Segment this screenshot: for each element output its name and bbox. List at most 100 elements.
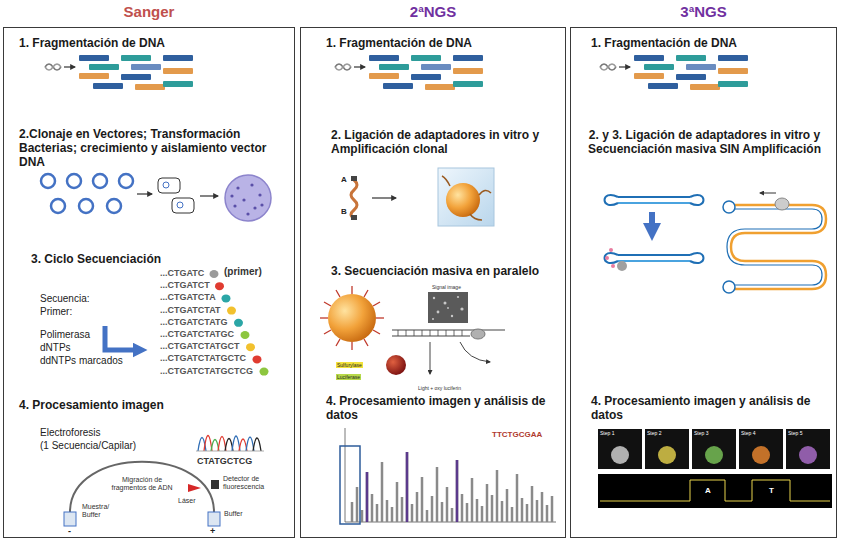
step-title: 2. Ligación de adaptadores in vitro y Am… (331, 128, 546, 156)
base-call: T (768, 486, 775, 496)
zmw-snapshots (705, 446, 723, 464)
sequencing-bead (320, 317, 328, 318)
plasmid-vectors (41, 174, 133, 213)
step-label: Step 2 (647, 430, 661, 436)
step-title: 1. Fragmentación de DNA (591, 36, 821, 50)
colony-plate (250, 183, 253, 186)
colony-plate (242, 198, 245, 201)
bacteria-cells (172, 198, 194, 213)
adapter-strand (351, 180, 357, 218)
capillary-electrophoresis (64, 462, 220, 526)
bead-amplification (470, 214, 482, 220)
sequence-fragment: ...CTGATCTATGCT (160, 341, 239, 352)
enzyme-label: Sulfurylase (336, 362, 363, 368)
circular-read (775, 198, 789, 210)
panel-heading: Sanger (4, 3, 294, 21)
smrtbell-primed (611, 264, 615, 268)
template-strand (392, 329, 505, 330)
labelled-terminators (210, 270, 219, 278)
capillary-electrophoresis (188, 484, 201, 492)
colony-plate (253, 206, 256, 209)
base-call: A (704, 486, 712, 496)
labelled-terminators (215, 282, 224, 290)
step-title: 2.Clonaje en Vectores; Transformación Ba… (19, 127, 287, 169)
colony-plate (225, 175, 271, 221)
plasmid-vectors (41, 174, 55, 188)
adapter-label: B (341, 207, 347, 217)
step-note: dNTPs (40, 342, 71, 354)
sequencing-bead (336, 339, 340, 346)
bent-arrow (105, 326, 140, 350)
labelled-terminators (227, 307, 236, 315)
plasmid-vectors (107, 199, 121, 213)
circular-read (723, 281, 735, 293)
adapter-strand (351, 215, 357, 220)
signal-image (433, 297, 435, 299)
step-note: ddNTPs marcados (40, 355, 123, 367)
bacteria-cells (158, 178, 194, 213)
circular-read (731, 205, 826, 289)
flowgram-chart (340, 446, 360, 524)
bacteria-cells (163, 182, 169, 188)
chromatogram (253, 438, 261, 451)
read-sequence: TTCTGCGAA (492, 430, 542, 440)
panel-heading: 3ªNGS (571, 3, 836, 21)
step-label: Step 1 (600, 430, 614, 436)
plasmid-vectors (51, 199, 65, 213)
bead-amplification (438, 168, 494, 226)
fluorescence-trace (600, 480, 830, 501)
sequencing-bead (324, 330, 331, 334)
bead-amplification (438, 168, 494, 226)
sequencing-bead (373, 302, 380, 306)
colony-plate (225, 175, 271, 221)
bead-amplification (446, 183, 480, 217)
sequencing-bead (351, 286, 352, 294)
sequence-fragment: ...CTGATCTA (160, 292, 216, 303)
smrtbell-primed (605, 256, 609, 260)
zmw-snapshots (739, 429, 783, 469)
process-arrow (200, 195, 218, 196)
smrtbell-template (618, 202, 690, 204)
bacteria-cells (158, 178, 180, 193)
colony-plate (230, 183, 263, 215)
signal-image (451, 315, 453, 317)
adapter-label: A (341, 175, 347, 185)
colony-plate (230, 194, 233, 197)
smrtbell-primed (605, 248, 704, 271)
step-note: Polimerasa (40, 329, 90, 341)
smrtbell-template (605, 195, 619, 205)
labelled-terminators (234, 319, 243, 327)
capillary-electrophoresis (208, 512, 220, 526)
adapter-strand (351, 176, 357, 181)
sequence-fragment: ...CTGATC (160, 268, 204, 279)
smrtbell-template (605, 195, 704, 205)
capillary-electrophoresis (211, 480, 219, 489)
smrtbell-template (618, 196, 690, 198)
colony-plate (236, 186, 239, 189)
laser-label: Láser (178, 497, 196, 505)
zmw-snapshots (611, 446, 629, 464)
colony-plate (258, 193, 261, 196)
sequence-fragment: ...CTGATCTATGCTC (160, 353, 246, 364)
detector-label: Detector de fluorescencia (223, 475, 279, 492)
buffer-label: Muestra/ Buffer (82, 503, 114, 520)
flowgram-chart (345, 428, 556, 522)
smrtbell-primed (609, 248, 613, 252)
step-title: 4. Procesamiento imagen y análisis de da… (326, 394, 562, 422)
signal-image (428, 292, 468, 323)
labelled-terminators (222, 294, 231, 302)
polarity-sign: + (210, 526, 215, 537)
sequencing-bead (336, 290, 340, 297)
zmw-snapshots (598, 429, 830, 469)
template-strand (392, 335, 470, 336)
smrtbell-primed (618, 254, 690, 256)
step-title: 1. Fragmentación de DNA (19, 36, 279, 50)
fluorescence-trace (598, 474, 832, 508)
plasmid-vectors (119, 174, 133, 188)
plasmid-vectors (67, 174, 81, 188)
sequence-fragment: ...CTGATCTATG (160, 317, 228, 328)
process-arrow (372, 197, 396, 198)
signal-image (432, 296, 464, 320)
bead-amplification (442, 176, 450, 186)
